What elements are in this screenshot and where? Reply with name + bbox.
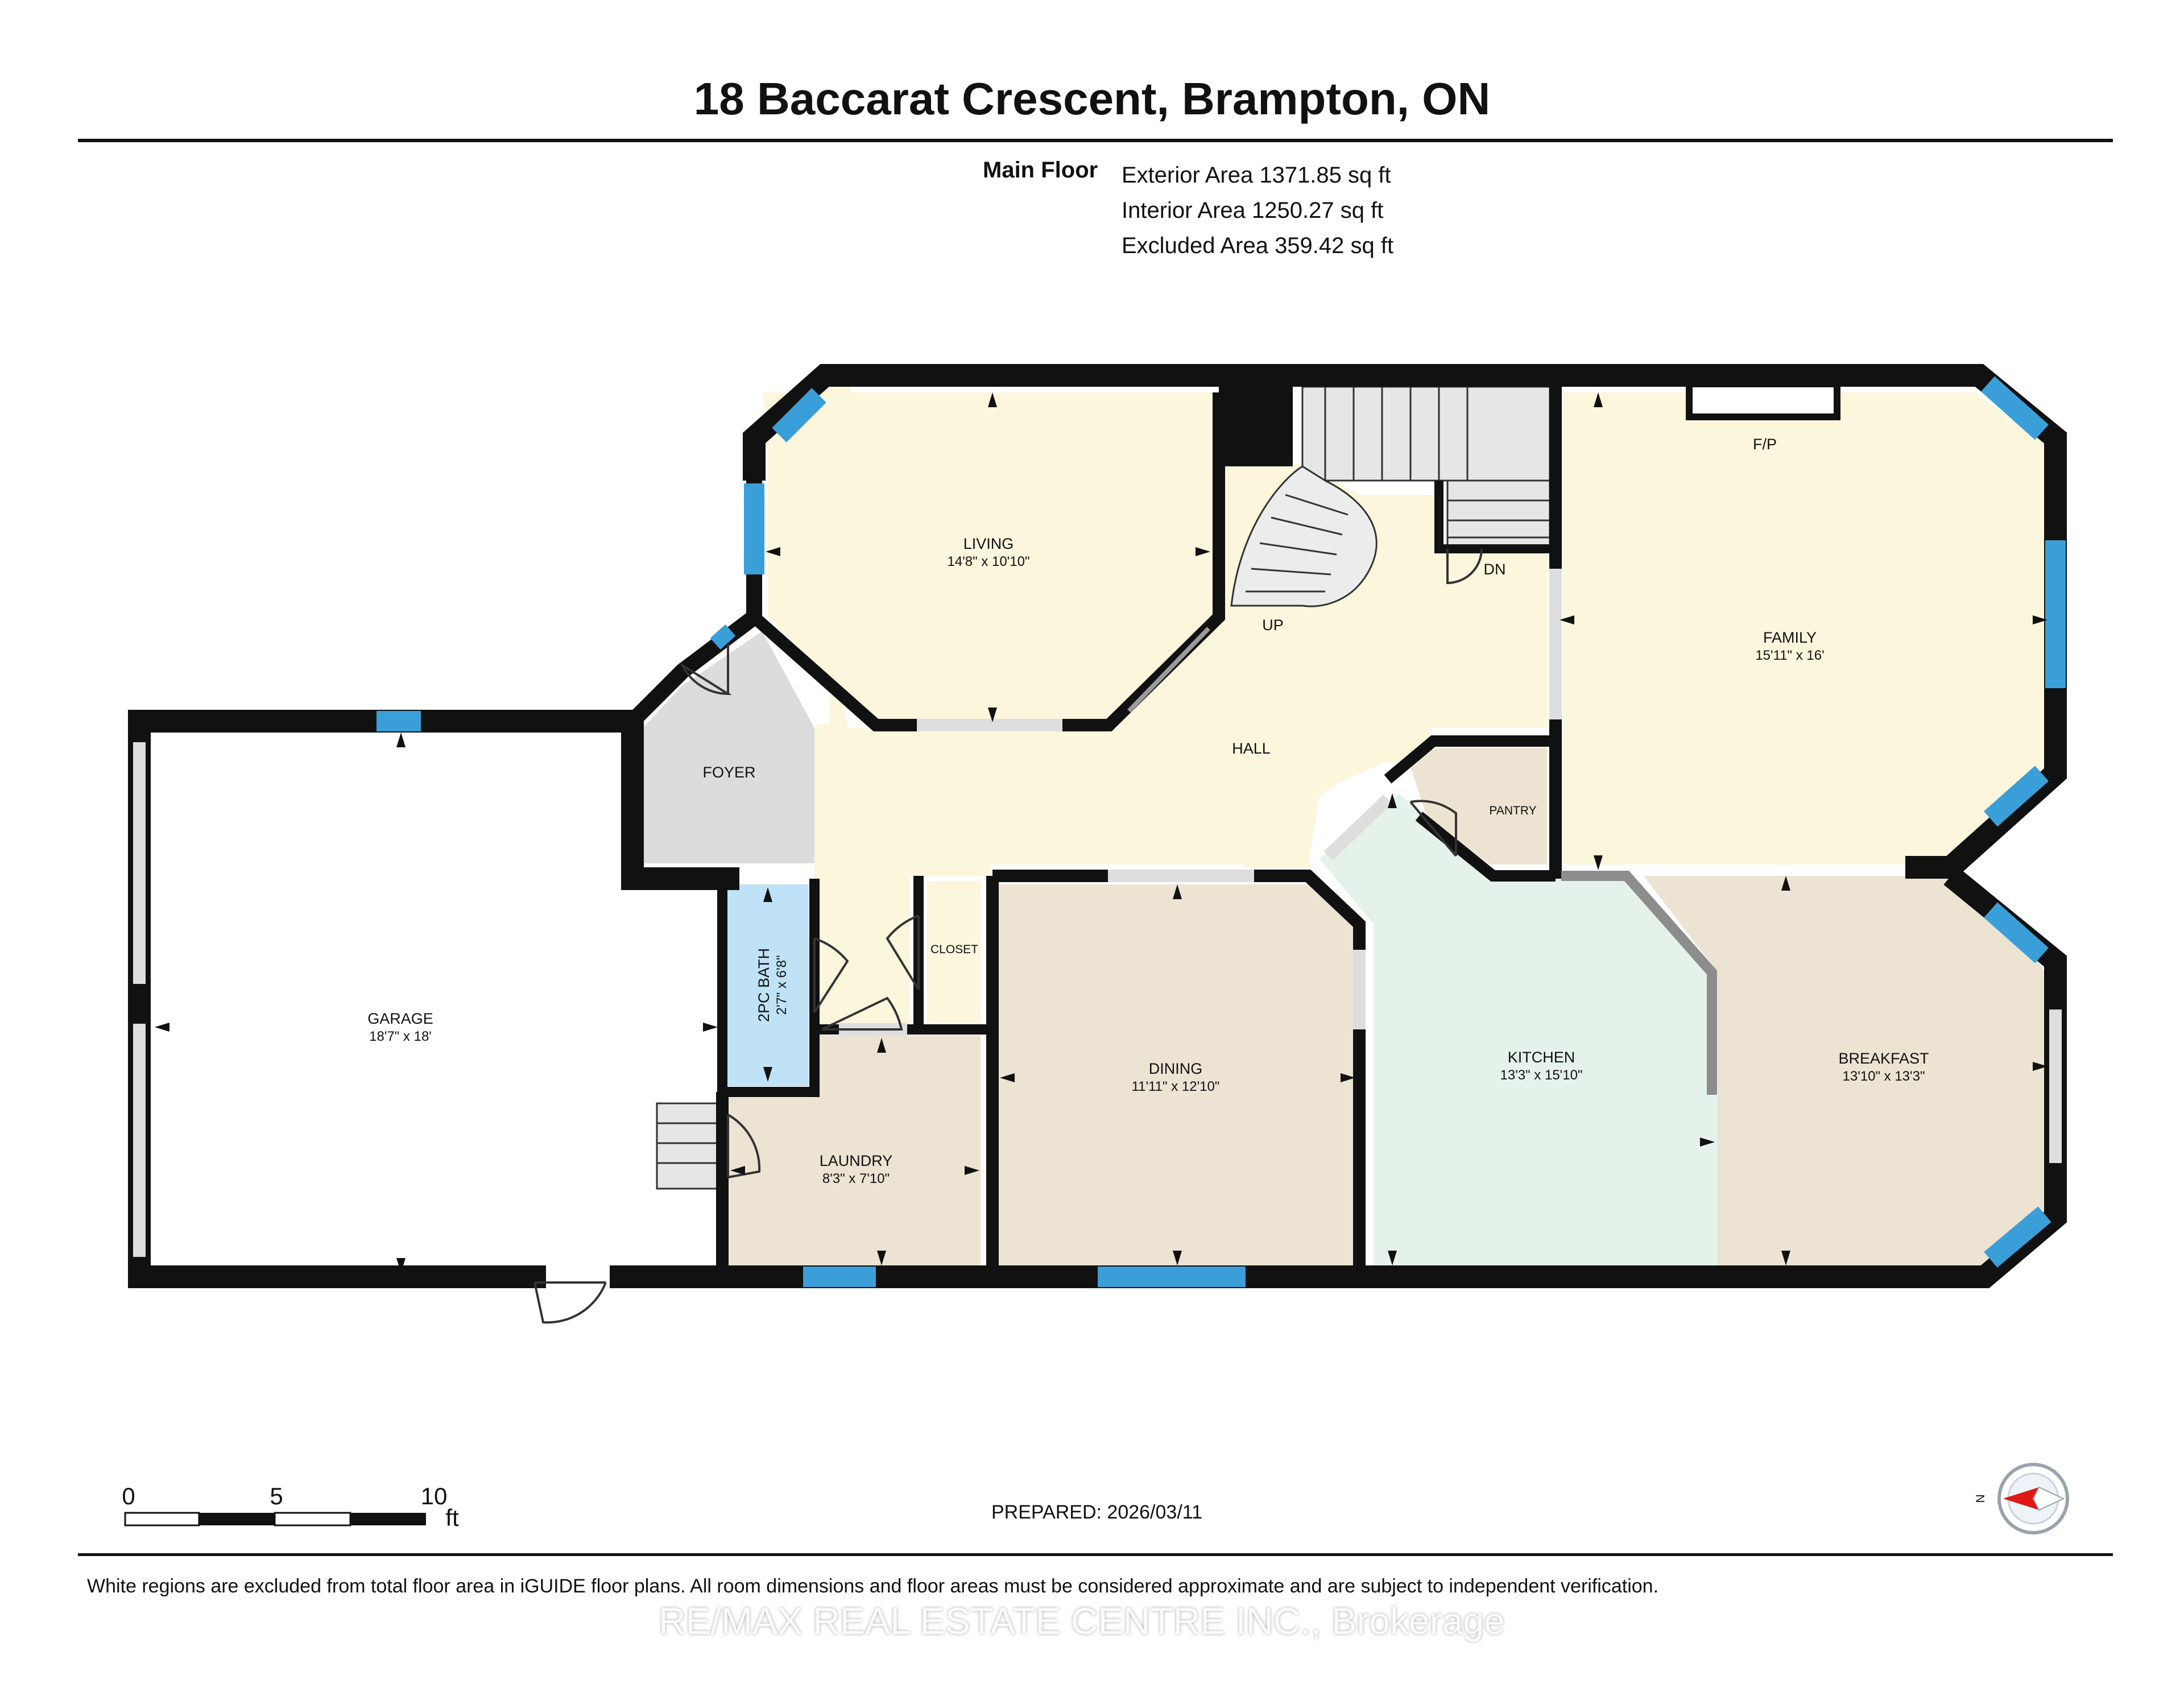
window-living-nw [772, 388, 826, 442]
kitchen-label: KITCHEN [1508, 1049, 1575, 1066]
window-foyer [710, 624, 736, 650]
garage-dims: 18'7" x 18' [369, 1029, 432, 1044]
doors [533, 548, 1483, 1324]
exterior-area: Exterior Area 1371.85 sq ft [1122, 163, 1391, 188]
bath-label: 2PC BATH [755, 948, 772, 1022]
kitchen-dims: 13'3" x 15'10" [1500, 1068, 1583, 1083]
staircase-down [1446, 479, 1551, 550]
area-summary: Exterior Area 1371.85 sq ft Interior Are… [1122, 158, 1393, 263]
closet-room [927, 882, 981, 1023]
window-breakfast-ne [1984, 902, 2049, 963]
breakfast-dims: 13'10" x 13'3" [1843, 1069, 1925, 1084]
fireplace-label: F/P [1753, 436, 1777, 453]
hall-room [814, 449, 1547, 1024]
prepared-date: PREPARED: 2026/03/11 [991, 1501, 1203, 1523]
garage-room [155, 733, 718, 1277]
bath-dims: 2'7" x 6'8" [774, 955, 789, 1015]
stairs [656, 386, 1551, 1190]
fireplace [1686, 380, 1840, 420]
staircase-upper [1301, 386, 1551, 482]
dining-label: DINING [1149, 1060, 1203, 1077]
window-family-ne [1980, 376, 2049, 440]
excluded-area: Excluded Area 359.42 sq ft [1122, 233, 1394, 258]
living-room [763, 392, 1219, 725]
scale-segment-4 [350, 1513, 426, 1525]
garage-steps [656, 1102, 721, 1190]
foyer-label: FOYER [702, 764, 755, 781]
stair-door-swing [1446, 548, 1483, 585]
windows [377, 376, 2066, 1287]
header-divider [78, 139, 2113, 142]
living-wall [750, 392, 1225, 731]
scale-bar: 0 5 10 ft [122, 1483, 459, 1531]
scale-label-zero: 0 [122, 1483, 135, 1509]
stair-core [1219, 381, 1293, 466]
window-family-se [1984, 766, 2049, 827]
laundry-room [727, 1035, 981, 1268]
kitchen-counter [1561, 871, 1717, 1095]
garage-label: GARAGE [367, 1010, 433, 1027]
scale-segment-3 [274, 1512, 351, 1526]
living-label: LIVING [963, 535, 1014, 552]
breakfast-room [1644, 876, 2055, 1268]
breakfast-label: BREAKFAST [1838, 1050, 1929, 1067]
dining-dims: 11'11" x 12'10" [1132, 1079, 1220, 1094]
window-breakfast-se [1984, 1206, 2051, 1268]
scale-label-ten: 10 [421, 1483, 448, 1509]
room-fills [155, 384, 2055, 1277]
bath-room [727, 884, 809, 1086]
stair-wall [1434, 481, 1556, 553]
pantry-wall [1384, 735, 1556, 784]
family-dims: 15'11" x 16' [1755, 648, 1824, 663]
dimension-arrows [155, 392, 2048, 1273]
footer-divider [78, 1553, 2113, 1556]
dining-room [998, 884, 1356, 1268]
family-room [1563, 392, 2055, 864]
disclaimer-text: White regions are excluded from total fl… [87, 1575, 1659, 1597]
pantry-door-swing [1409, 800, 1457, 857]
floor-label: Main Floor [983, 158, 1098, 183]
scale-segment-2 [199, 1513, 275, 1525]
pantry-room [1408, 748, 1547, 864]
family-label: FAMILY [1763, 629, 1817, 646]
closet-label: CLOSET [930, 943, 978, 956]
bath-labels: 2PC BATH 2'7" x 6'8" [755, 948, 789, 1022]
scale-label-five: 5 [270, 1483, 283, 1509]
opening-living-rail [1127, 627, 1210, 713]
living-dims: 14'8" x 10'10" [948, 554, 1030, 569]
bath-door-swing [813, 937, 849, 1013]
steps-door-swing [727, 1114, 761, 1178]
pantry-label: PANTRY [1489, 804, 1536, 817]
pantry-wall-south [1415, 812, 1556, 882]
hall-label: HALL [1232, 740, 1271, 757]
garage-door-swing [533, 1281, 607, 1324]
exterior-wall [743, 364, 2067, 879]
foyer-room [643, 631, 814, 863]
curved-stair [1230, 465, 1378, 607]
opening-kitchen-nw [1323, 795, 1392, 860]
compass-north-label: N [1974, 1494, 1987, 1503]
kitchen-room [1320, 793, 1718, 1268]
interior-area: Interior Area 1250.27 sq ft [1122, 198, 1384, 223]
closet-door-swing [886, 915, 920, 991]
page-title: 18 Baccarat Crescent, Brampton, ON [693, 73, 1491, 124]
laundry-label: LAUNDRY [820, 1152, 893, 1169]
brokerage-watermark: RE/MAX REAL ESTATE CENTRE INC., Brokerag… [659, 1600, 1505, 1642]
laundry-door-swing [821, 996, 903, 1031]
scale-unit: ft [445, 1504, 459, 1531]
compass-icon: N [1974, 1463, 2069, 1534]
stairs-down-label: DN [1484, 561, 1506, 578]
stairs-up-label: UP [1262, 617, 1284, 634]
scale-segment-1 [124, 1512, 200, 1526]
laundry-dims: 8'3" x 7'10" [822, 1171, 890, 1186]
front-door-swing [680, 643, 733, 696]
